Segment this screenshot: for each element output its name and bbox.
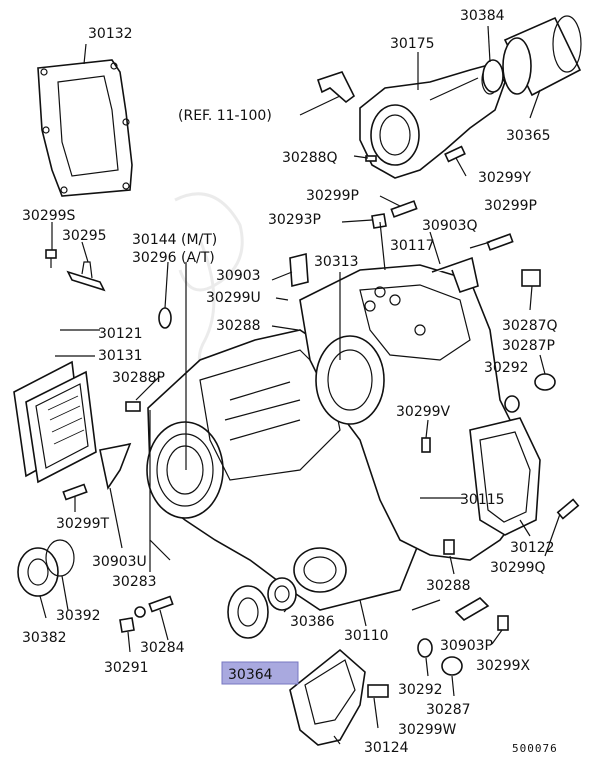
extension-housing-30175[interactable] xyxy=(359,63,506,179)
label-30386[interactable]: 30386 xyxy=(290,614,335,630)
label-30124[interactable]: 30124 xyxy=(364,740,409,756)
guard-30124[interactable] xyxy=(289,648,366,746)
bolt-30299Y[interactable] xyxy=(444,145,466,163)
figure-code: 500076 xyxy=(512,742,558,755)
label-30175[interactable]: 30175 xyxy=(390,36,435,52)
label-30296[interactable]: 30296 (A/T) xyxy=(132,250,215,266)
label-30288Q[interactable]: 30288Q xyxy=(282,150,338,166)
bolt-30299V[interactable] xyxy=(421,437,431,453)
label-30299Q[interactable]: 30299Q xyxy=(490,560,546,576)
bolt-30299P-b[interactable] xyxy=(486,233,514,251)
bolt-30299Q[interactable] xyxy=(556,498,580,520)
side-cover-30122[interactable] xyxy=(469,417,541,536)
bolt-30299P-a[interactable] xyxy=(390,200,418,218)
pin-30288P[interactable] xyxy=(125,401,141,412)
pin-30288-b[interactable] xyxy=(443,539,455,555)
label-30288-b[interactable]: 30288 xyxy=(426,578,471,594)
label-30132[interactable]: 30132 xyxy=(88,26,133,42)
bolt-30299X[interactable] xyxy=(497,615,509,631)
label-30299Y[interactable]: 30299Y xyxy=(478,170,532,186)
label-30299S[interactable]: 30299S xyxy=(22,208,76,224)
part-labels: 30132 30384 30175 30365 30288Q 30299Y 30… xyxy=(22,8,558,756)
ref-text: (REF. 11-100) xyxy=(178,108,272,124)
label-30313[interactable]: 30313 xyxy=(314,254,359,270)
label-30295[interactable]: 30295 xyxy=(62,228,107,244)
label-30284[interactable]: 30284 xyxy=(140,640,185,656)
label-30291[interactable]: 30291 xyxy=(104,660,149,676)
bracket-30903Q[interactable] xyxy=(431,256,479,294)
oil-seal-30382[interactable] xyxy=(17,547,59,597)
washer-30292-b[interactable] xyxy=(417,638,433,658)
label-30299P-b[interactable]: 30299P xyxy=(484,198,537,214)
label-30287Q[interactable]: 30287Q xyxy=(502,318,558,334)
bracket-30903U[interactable] xyxy=(99,442,132,491)
label-30903U[interactable]: 30903U xyxy=(92,554,147,570)
bracket-30295[interactable] xyxy=(66,261,106,292)
label-30122[interactable]: 30122 xyxy=(510,540,555,556)
label-30392[interactable]: 30392 xyxy=(56,608,101,624)
label-30299T[interactable]: 30299T xyxy=(56,516,110,532)
label-30299W[interactable]: 30299W xyxy=(398,722,457,738)
bearing-30364[interactable] xyxy=(227,585,269,639)
cover-30131[interactable] xyxy=(25,370,97,484)
nut-30291[interactable] xyxy=(119,617,135,633)
seal-30144-30296[interactable] xyxy=(158,307,172,329)
stud-30284[interactable] xyxy=(148,595,174,613)
label-30903P[interactable]: 30903P xyxy=(440,638,493,654)
highlight-30364 xyxy=(221,661,299,685)
washer-30292-a[interactable] xyxy=(504,395,520,413)
label-30903Q[interactable]: 30903Q xyxy=(422,218,478,234)
label-30299P-a[interactable]: 30299P xyxy=(306,188,359,204)
dust-cover-30365[interactable] xyxy=(502,15,582,97)
label-30293P[interactable]: 30293P xyxy=(268,212,321,228)
label-30364[interactable]: 30364 xyxy=(228,667,273,683)
clip-30293P[interactable] xyxy=(371,213,387,229)
seal-30386[interactable] xyxy=(267,577,297,611)
label-30287P[interactable]: 30287P xyxy=(502,338,555,354)
label-30131[interactable]: 30131 xyxy=(98,348,143,364)
snap-ring-30392[interactable] xyxy=(45,539,75,577)
label-30117[interactable]: 30117 xyxy=(390,238,435,254)
label-30903[interactable]: 30903 xyxy=(216,268,261,284)
label-30299X[interactable]: 30299X xyxy=(476,658,531,674)
label-30382[interactable]: 30382 xyxy=(22,630,67,646)
bolt-30299S[interactable] xyxy=(45,249,57,268)
label-30292-b[interactable]: 30292 xyxy=(398,682,443,698)
seal-30384[interactable] xyxy=(482,59,504,93)
label-30299U[interactable]: 30299U xyxy=(206,290,261,306)
bolt-30299T[interactable] xyxy=(62,483,88,501)
bolt-30299W[interactable] xyxy=(367,684,389,698)
label-30287[interactable]: 30287 xyxy=(426,702,471,718)
label-30288[interactable]: 30288 xyxy=(216,318,261,334)
breather-tube[interactable] xyxy=(316,71,356,104)
label-30299V[interactable]: 30299V xyxy=(396,404,451,420)
clip-30903P[interactable] xyxy=(454,596,490,622)
gasket-30132[interactable] xyxy=(37,59,133,197)
plug-30287[interactable] xyxy=(441,656,463,676)
label-30292-a[interactable]: 30292 xyxy=(484,360,529,376)
label-30144[interactable]: 30144 (M/T) xyxy=(132,232,217,248)
plug-30287Q[interactable] xyxy=(521,269,541,287)
label-30365[interactable]: 30365 xyxy=(506,128,551,144)
label-30384[interactable]: 30384 xyxy=(460,8,505,24)
label-30121[interactable]: 30121 xyxy=(98,326,143,342)
bracket-30903[interactable] xyxy=(289,252,309,288)
pin-30288Q[interactable] xyxy=(365,155,377,162)
label-30283[interactable]: 30283 xyxy=(112,574,157,590)
label-30115[interactable]: 30115 xyxy=(460,492,505,508)
label-30110[interactable]: 30110 xyxy=(344,628,389,644)
plug-30287P[interactable] xyxy=(534,373,556,391)
label-30288P[interactable]: 30288P xyxy=(112,370,165,386)
leader-lines xyxy=(39,25,561,745)
washer-30283[interactable] xyxy=(134,606,146,618)
transfer-cover-30117[interactable] xyxy=(299,264,531,561)
